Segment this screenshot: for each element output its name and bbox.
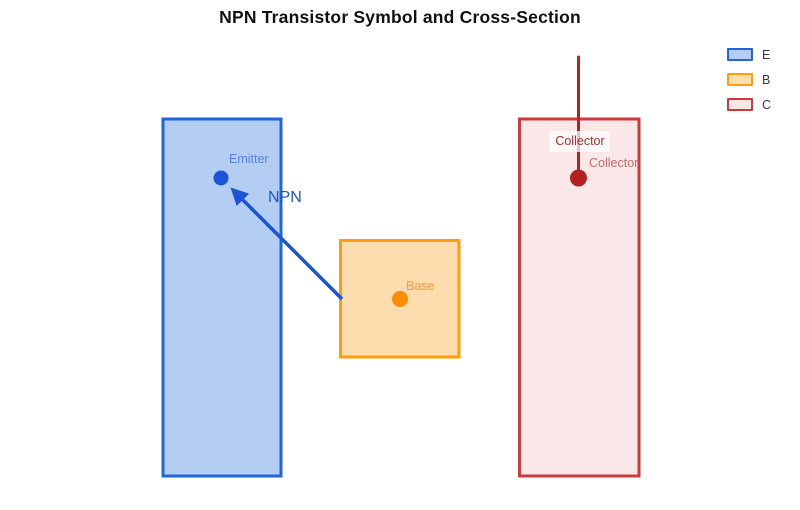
emitter-label: Emitter [229,152,269,166]
emitter-region [161,117,283,478]
base-label: Base [406,279,435,293]
npn-arrow [230,187,344,301]
legend-label-base: B [762,72,771,87]
figure-title: NPN Transistor Symbol and Cross-Section [219,7,581,27]
legend-label-collector: C [762,97,772,112]
legend: E B C [727,42,771,117]
collector-label-backdrop [549,131,610,152]
legend-item-collector: C [727,92,771,117]
npn-label: NPN [268,189,302,206]
collector-terminal-label: Collector [589,156,639,170]
legend-label-emitter: E [762,47,771,62]
legend-item-base: B [727,67,771,92]
emitter-terminal-dot [213,170,229,186]
collector-terminal-dot [570,169,587,187]
base-terminal-dot [392,291,408,307]
collector-region-label: Collector [555,134,605,148]
legend-swatch-emitter [727,48,753,61]
legend-swatch-base [727,73,753,86]
legend-swatch-collector [727,98,753,111]
legend-item-emitter: E [727,42,771,67]
